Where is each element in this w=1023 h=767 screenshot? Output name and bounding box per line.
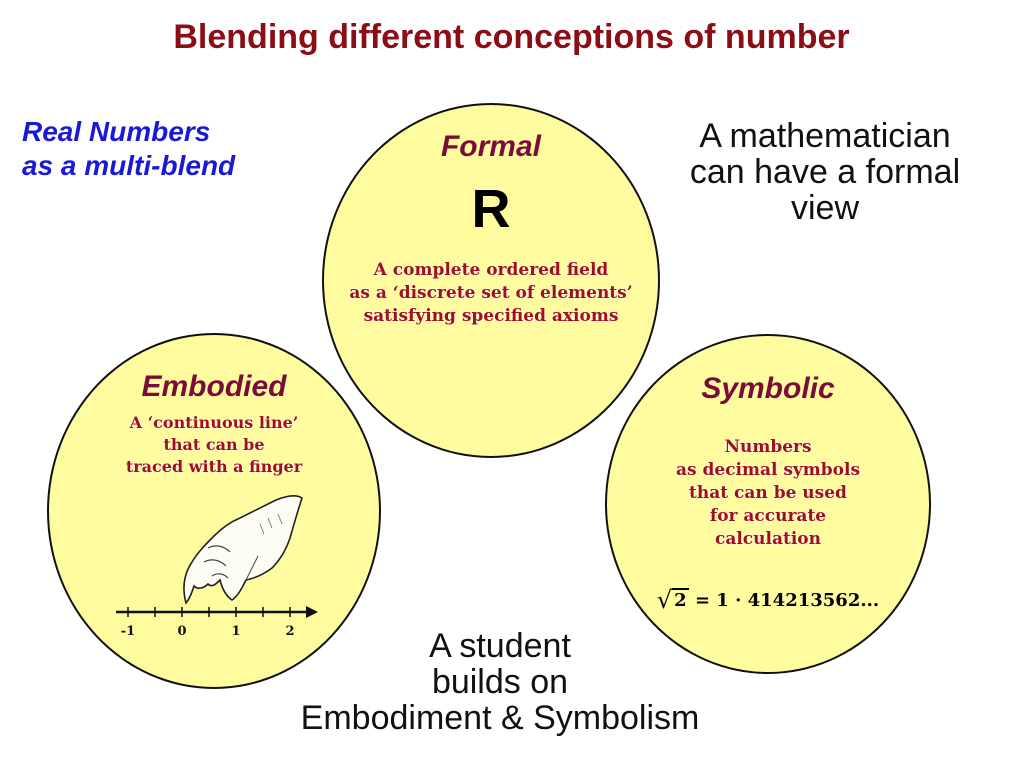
- subtitle-line: Real Numbers: [22, 116, 211, 147]
- symbolic-description-line: calculation: [714, 529, 822, 549]
- mathematician-note: A mathematician can have a formal view: [640, 118, 1010, 226]
- tick-label: 0: [177, 624, 186, 639]
- formal-label: Formal: [440, 130, 542, 163]
- sqrt2-equation: √2 = 1 · 414213562...: [605, 586, 931, 614]
- tick-label: 2: [285, 624, 294, 639]
- student-note-line: Embodiment & Symbolism: [300, 699, 700, 737]
- formal-circle: [322, 103, 660, 458]
- mathematician-note-line: A mathematician: [699, 117, 951, 155]
- embodied-description-line: A ‘continuous line’: [129, 413, 299, 432]
- equation-rhs: = 1 · 414213562...: [694, 590, 880, 611]
- symbolic-description: Numbers as decimal symbols that can be u…: [605, 436, 931, 551]
- radical-sign-icon: √: [656, 586, 673, 614]
- page-title: Blending different conceptions of number: [173, 18, 850, 56]
- student-note-line: builds on: [431, 663, 569, 701]
- symbolic-description-line: for accurate: [709, 506, 827, 526]
- symbolic-description-line: as decimal symbols: [675, 460, 861, 480]
- embodied-description: A ‘continuous line’ that can be traced w…: [47, 412, 381, 478]
- formal-description-line: A complete ordered field: [373, 260, 609, 280]
- real-numbers-symbol: R: [471, 179, 511, 239]
- embodied-description-line: that can be: [163, 435, 265, 454]
- subtitle: Real Numbers as a multi-blend: [22, 115, 322, 183]
- embodied-circle: [47, 333, 381, 689]
- embodied-description-line: traced with a finger: [125, 457, 303, 476]
- square-root: √2: [657, 586, 689, 614]
- formal-description: A complete ordered field as a ‘discrete …: [322, 259, 660, 328]
- mathematician-note-line: can have a formal: [689, 153, 961, 191]
- mathematician-note-line: view: [790, 189, 860, 227]
- student-note: A student builds on Embodiment & Symboli…: [250, 628, 750, 736]
- tick-label: 1: [231, 624, 240, 639]
- symbolic-description-line: that can be used: [689, 483, 847, 503]
- number-line: -1 0 1 2: [116, 606, 318, 639]
- formal-description-line: satisfying specified axioms: [363, 306, 619, 326]
- embodied-label: Embodied: [141, 370, 287, 403]
- radicand: 2: [672, 588, 689, 611]
- formal-description-line: as a ‘discrete set of elements’: [349, 283, 633, 303]
- symbolic-circle: [605, 334, 931, 674]
- symbolic-description-line: Numbers: [724, 437, 812, 457]
- student-note-line: A student: [429, 627, 571, 665]
- symbolic-label: Symbolic: [701, 372, 835, 405]
- number-line-arrow: [306, 606, 318, 618]
- tick-label: -1: [121, 624, 135, 639]
- number-line-ticks: [127, 607, 291, 617]
- pointing-hand-icon: [183, 495, 303, 605]
- subtitle-line: as a multi-blend: [22, 150, 236, 181]
